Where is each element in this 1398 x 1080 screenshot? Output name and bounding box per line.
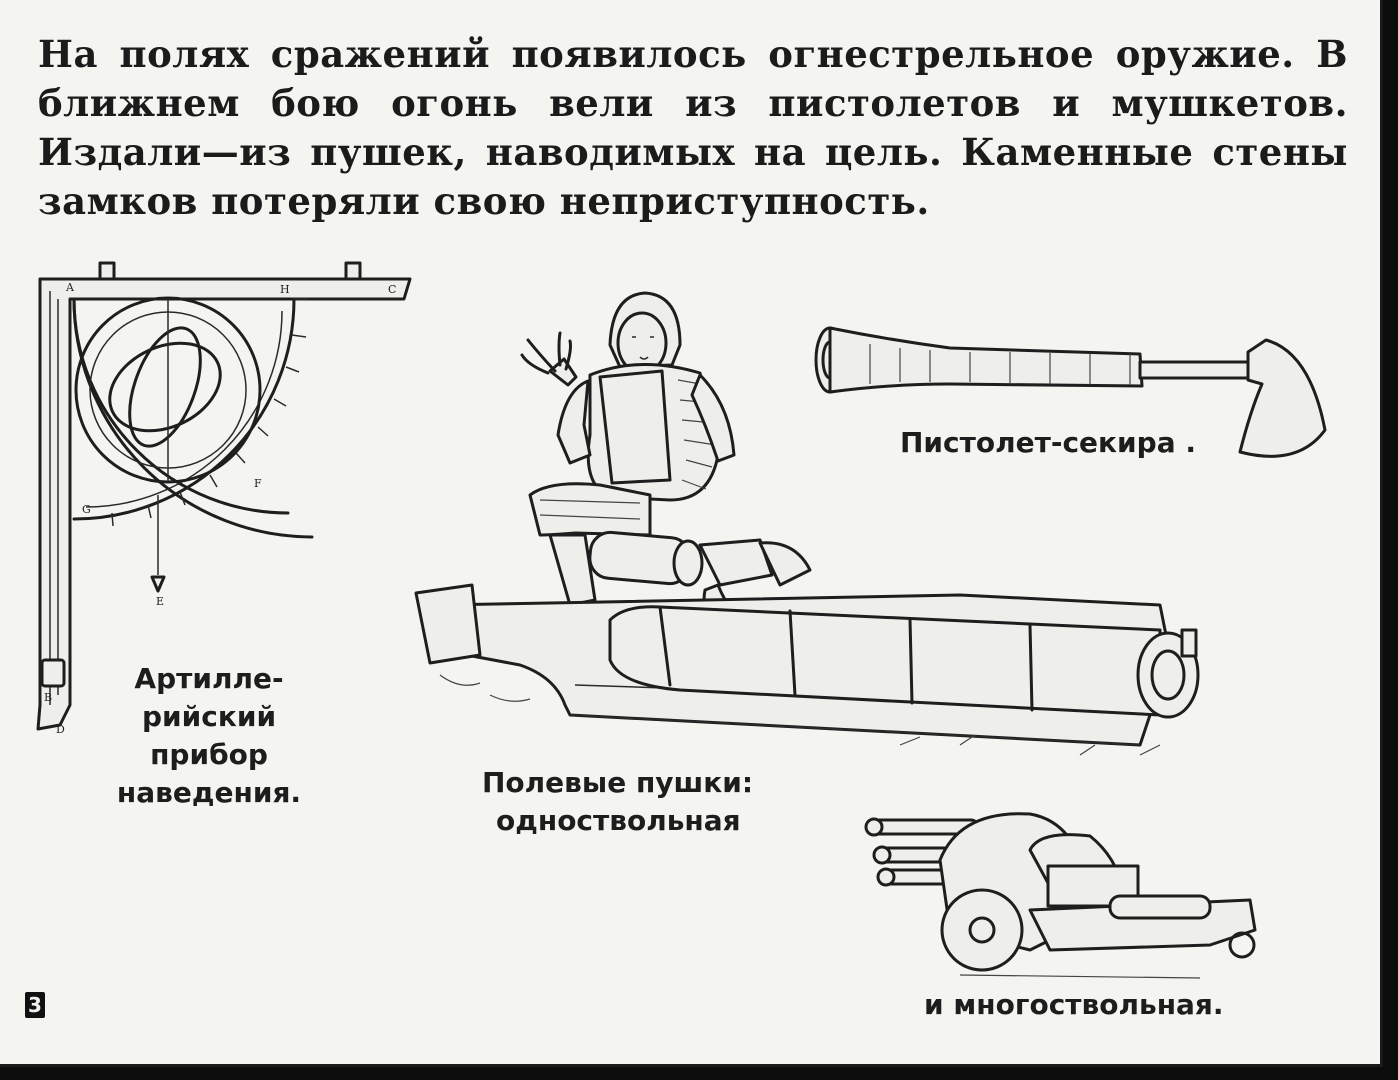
multi-barrel-caption: и многоствольная. xyxy=(924,988,1224,1021)
page-number-badge: 3 xyxy=(25,992,45,1018)
letter-c: C xyxy=(388,283,396,296)
letter-h: H xyxy=(280,283,290,296)
field-caption-line-2: одноствольная xyxy=(496,804,741,837)
device-caption-line-1: Артилле- xyxy=(134,662,284,695)
letter-b: B xyxy=(44,691,52,704)
multi-barrel-cannon-icon xyxy=(864,812,1257,979)
main-text: На полях сражений появилось огнестрельно… xyxy=(38,32,1348,223)
filmstrip-frame: На полях сражений появилось огнестрельно… xyxy=(0,0,1383,1067)
pistol-axe-icon xyxy=(814,326,1327,458)
letter-f: F xyxy=(254,477,262,490)
device-caption-line-4: наведения. xyxy=(116,776,302,809)
letter-a: A xyxy=(65,281,75,294)
field-cannon-caption: Полевые пушки: одноствольная xyxy=(482,764,753,840)
artillery-aiming-device-icon: A H C F G E B D xyxy=(36,261,412,736)
device-caption-line-3: прибор xyxy=(150,738,268,771)
soldier-with-cannon-icon xyxy=(414,291,1200,756)
letter-d: D xyxy=(56,723,65,736)
pistol-axe-caption: Пистолет-секира . xyxy=(900,426,1196,459)
letter-e: E xyxy=(156,595,164,608)
letter-g: G xyxy=(82,503,91,516)
device-caption-line-2: рийский xyxy=(141,700,277,733)
field-caption-line-1: Полевые пушки: xyxy=(482,766,754,799)
aiming-device-caption: Артилле- рийский прибор наведения. xyxy=(98,660,320,812)
